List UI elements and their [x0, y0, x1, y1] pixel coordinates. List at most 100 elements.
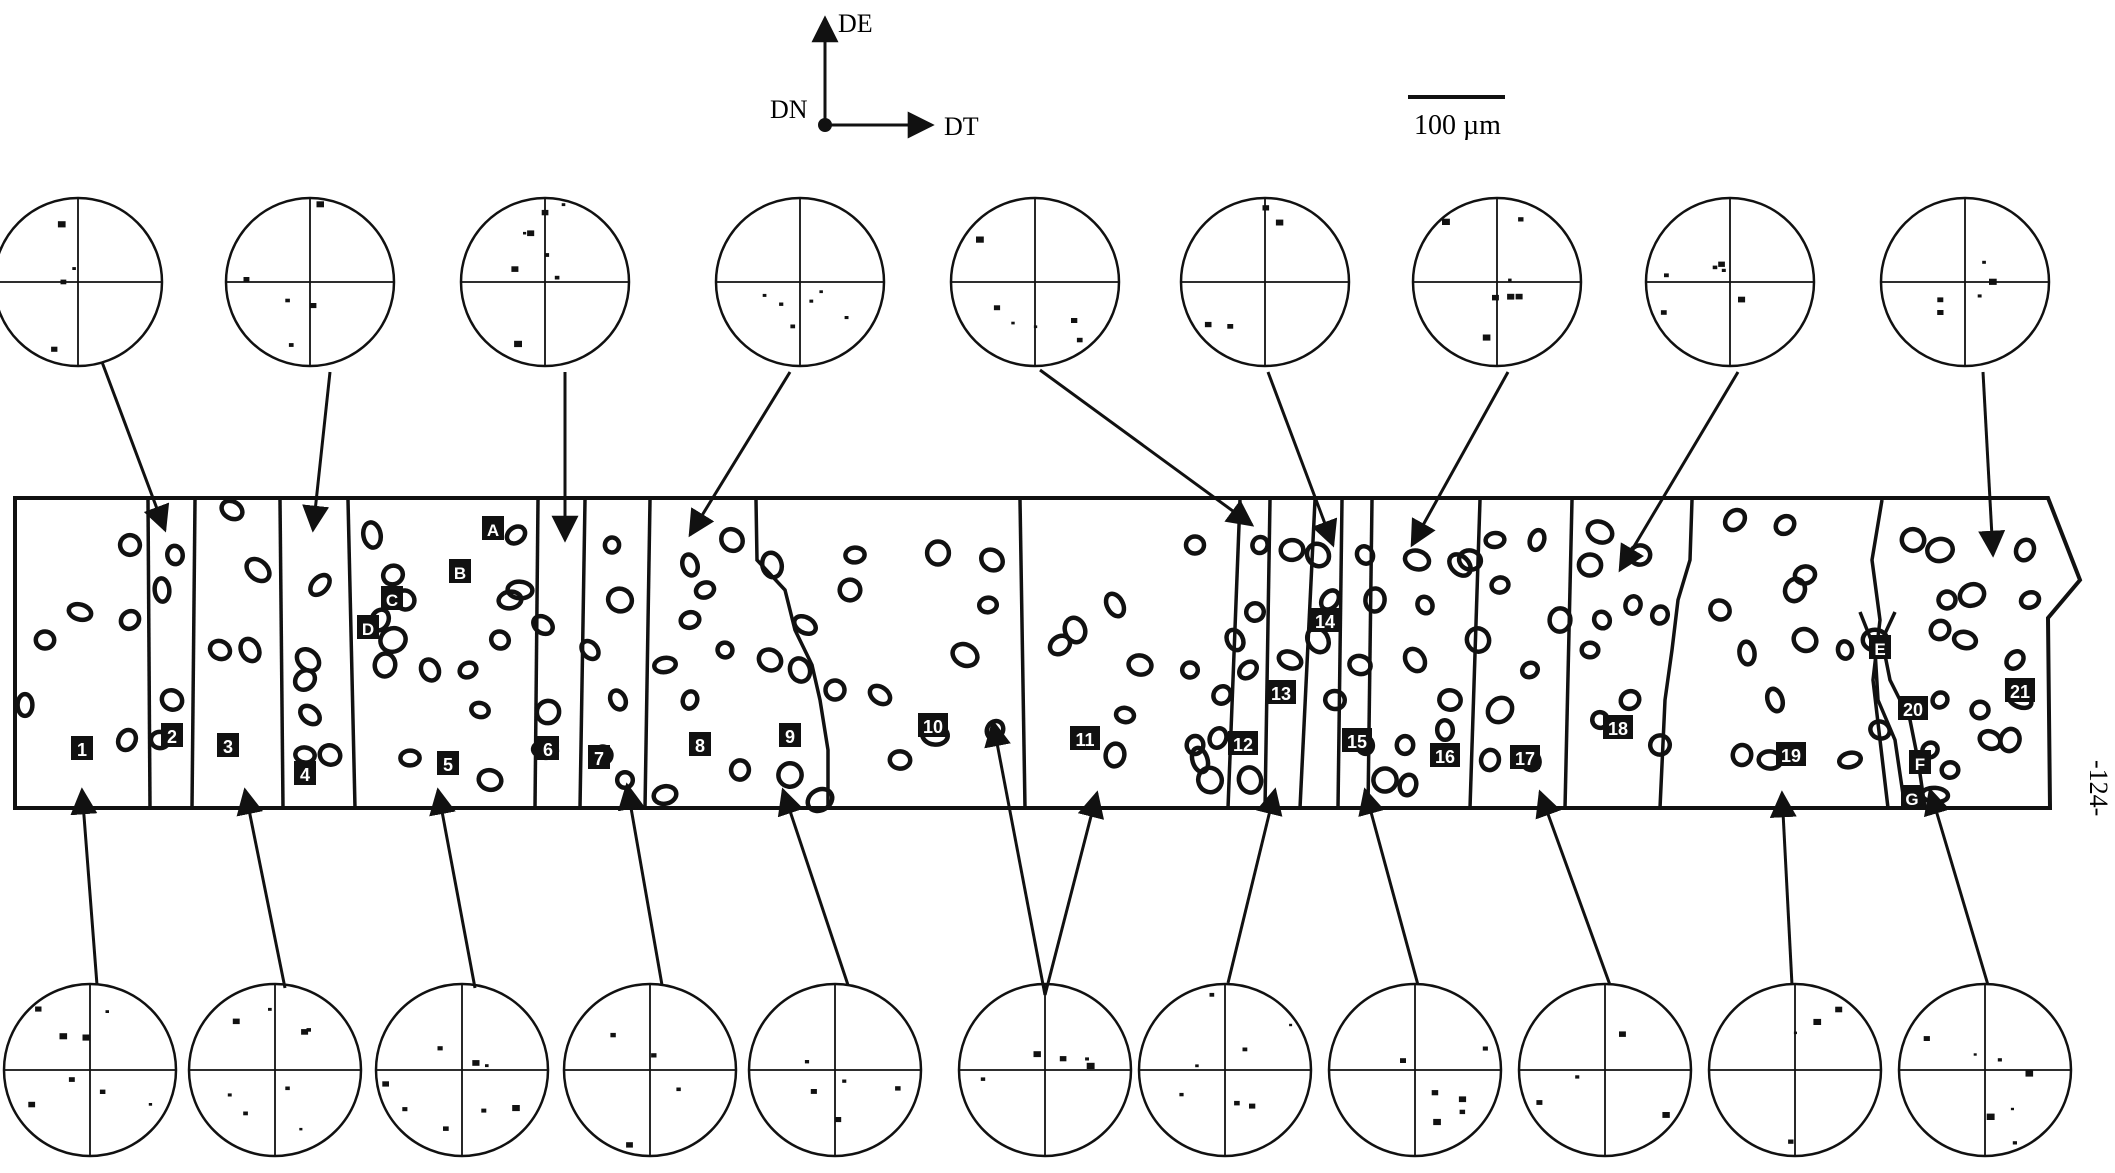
label-text: 13 [1271, 684, 1291, 704]
letter-label: A [482, 516, 504, 540]
grain-boundaries [148, 500, 1925, 808]
pole-figure-point [1460, 1110, 1466, 1114]
particle [755, 645, 785, 674]
pole-figure [951, 198, 1119, 366]
pole-figure-point [310, 303, 316, 308]
pole-figure-point [790, 325, 795, 329]
pole-figure-point [285, 299, 290, 303]
particle [1104, 742, 1126, 768]
grain-boundary [348, 500, 355, 808]
particle [154, 578, 171, 603]
pole-figure [376, 984, 548, 1156]
particle [316, 742, 343, 768]
pole-figure-point [1516, 294, 1523, 300]
particle [1582, 643, 1599, 658]
label-text: 6 [543, 740, 553, 760]
particle [889, 751, 911, 770]
particle [760, 551, 785, 580]
pole-figure-point [1071, 318, 1077, 323]
pole-figure-point [443, 1126, 449, 1131]
particle [1520, 660, 1541, 680]
particle [2019, 590, 2042, 611]
pole-figure [564, 984, 736, 1156]
pole-figure-point [472, 1060, 479, 1066]
particle [166, 545, 184, 565]
particle [679, 610, 701, 630]
pole-figure-point [1713, 266, 1718, 270]
grain-arrow [1228, 790, 1275, 983]
particle [1706, 597, 1733, 624]
pole-figure-point [626, 1142, 633, 1147]
particle [242, 555, 273, 586]
pole-figure-point [149, 1103, 152, 1106]
particle [115, 727, 140, 753]
label-text: 8 [695, 736, 705, 756]
grain-label: 4 [294, 761, 316, 785]
grain-boundary [1020, 500, 1025, 808]
axis-origin-dot [818, 118, 832, 132]
pole-figure-point [268, 1008, 272, 1011]
particle [927, 542, 949, 565]
label-text: 4 [300, 765, 310, 785]
pole-figure-point [1662, 1112, 1669, 1118]
pole-figure [226, 198, 394, 366]
pole-figure-point [35, 1007, 41, 1012]
pole-figure [1709, 984, 1881, 1156]
pole-figure-point [1664, 273, 1669, 277]
pole-figure [1139, 984, 1311, 1156]
particle [1591, 609, 1613, 631]
particle [617, 772, 633, 788]
label-text: 16 [1435, 747, 1455, 767]
pole-figure [4, 984, 176, 1156]
particle [1952, 630, 1977, 651]
pole-figure-point [2026, 1071, 2034, 1077]
pole-figure [959, 984, 1131, 1156]
particle [1102, 591, 1127, 620]
pole-figure-point [805, 1060, 809, 1063]
particle [1837, 640, 1854, 659]
pole-figure-point [835, 1117, 841, 1122]
grain-boundary [645, 500, 650, 808]
particle [1276, 648, 1303, 671]
grain-arrow [1983, 372, 1993, 555]
pole-figure-point [811, 1089, 817, 1094]
pole-figure-point [1998, 1058, 2002, 1061]
pole-figure-layer [0, 198, 2071, 1156]
pole-figure-point [1227, 324, 1233, 329]
pole-figure-point [28, 1102, 35, 1108]
pole-figure-point [1085, 1057, 1089, 1060]
pole-figure-point [1249, 1104, 1255, 1109]
grain-arrow [1930, 790, 1988, 985]
grain-label: 16 [1430, 743, 1460, 767]
pole-figure-point [1835, 1007, 1842, 1013]
grain-boundary [148, 500, 150, 808]
particle [1925, 536, 1955, 563]
label-text: 12 [1233, 735, 1253, 755]
particle [717, 525, 747, 555]
particle [1623, 595, 1642, 616]
grain-label: 19 [1776, 742, 1806, 766]
pole-figure-point [244, 277, 250, 282]
pole-figure-point [228, 1093, 232, 1096]
grain-arrow [1412, 372, 1508, 545]
label-text: 19 [1781, 746, 1801, 766]
label-text: 1 [77, 740, 87, 760]
particle [1403, 548, 1432, 572]
particle [837, 577, 863, 603]
grain-label: 18 [1603, 715, 1633, 739]
particle [1927, 617, 1953, 643]
label-text: 10 [923, 717, 943, 737]
label-text: F [1915, 755, 1925, 774]
grain-boundary [280, 500, 283, 808]
particle [457, 660, 479, 680]
grain-arrow [1540, 792, 1610, 985]
particle [1207, 726, 1230, 751]
particle [1479, 748, 1500, 771]
pole-figure [461, 198, 629, 366]
pole-figure [0, 198, 162, 366]
pole-figure-point [542, 210, 549, 215]
pole-figure-point [514, 341, 522, 347]
particle [1922, 787, 1949, 803]
grain-label: 5 [437, 751, 459, 775]
